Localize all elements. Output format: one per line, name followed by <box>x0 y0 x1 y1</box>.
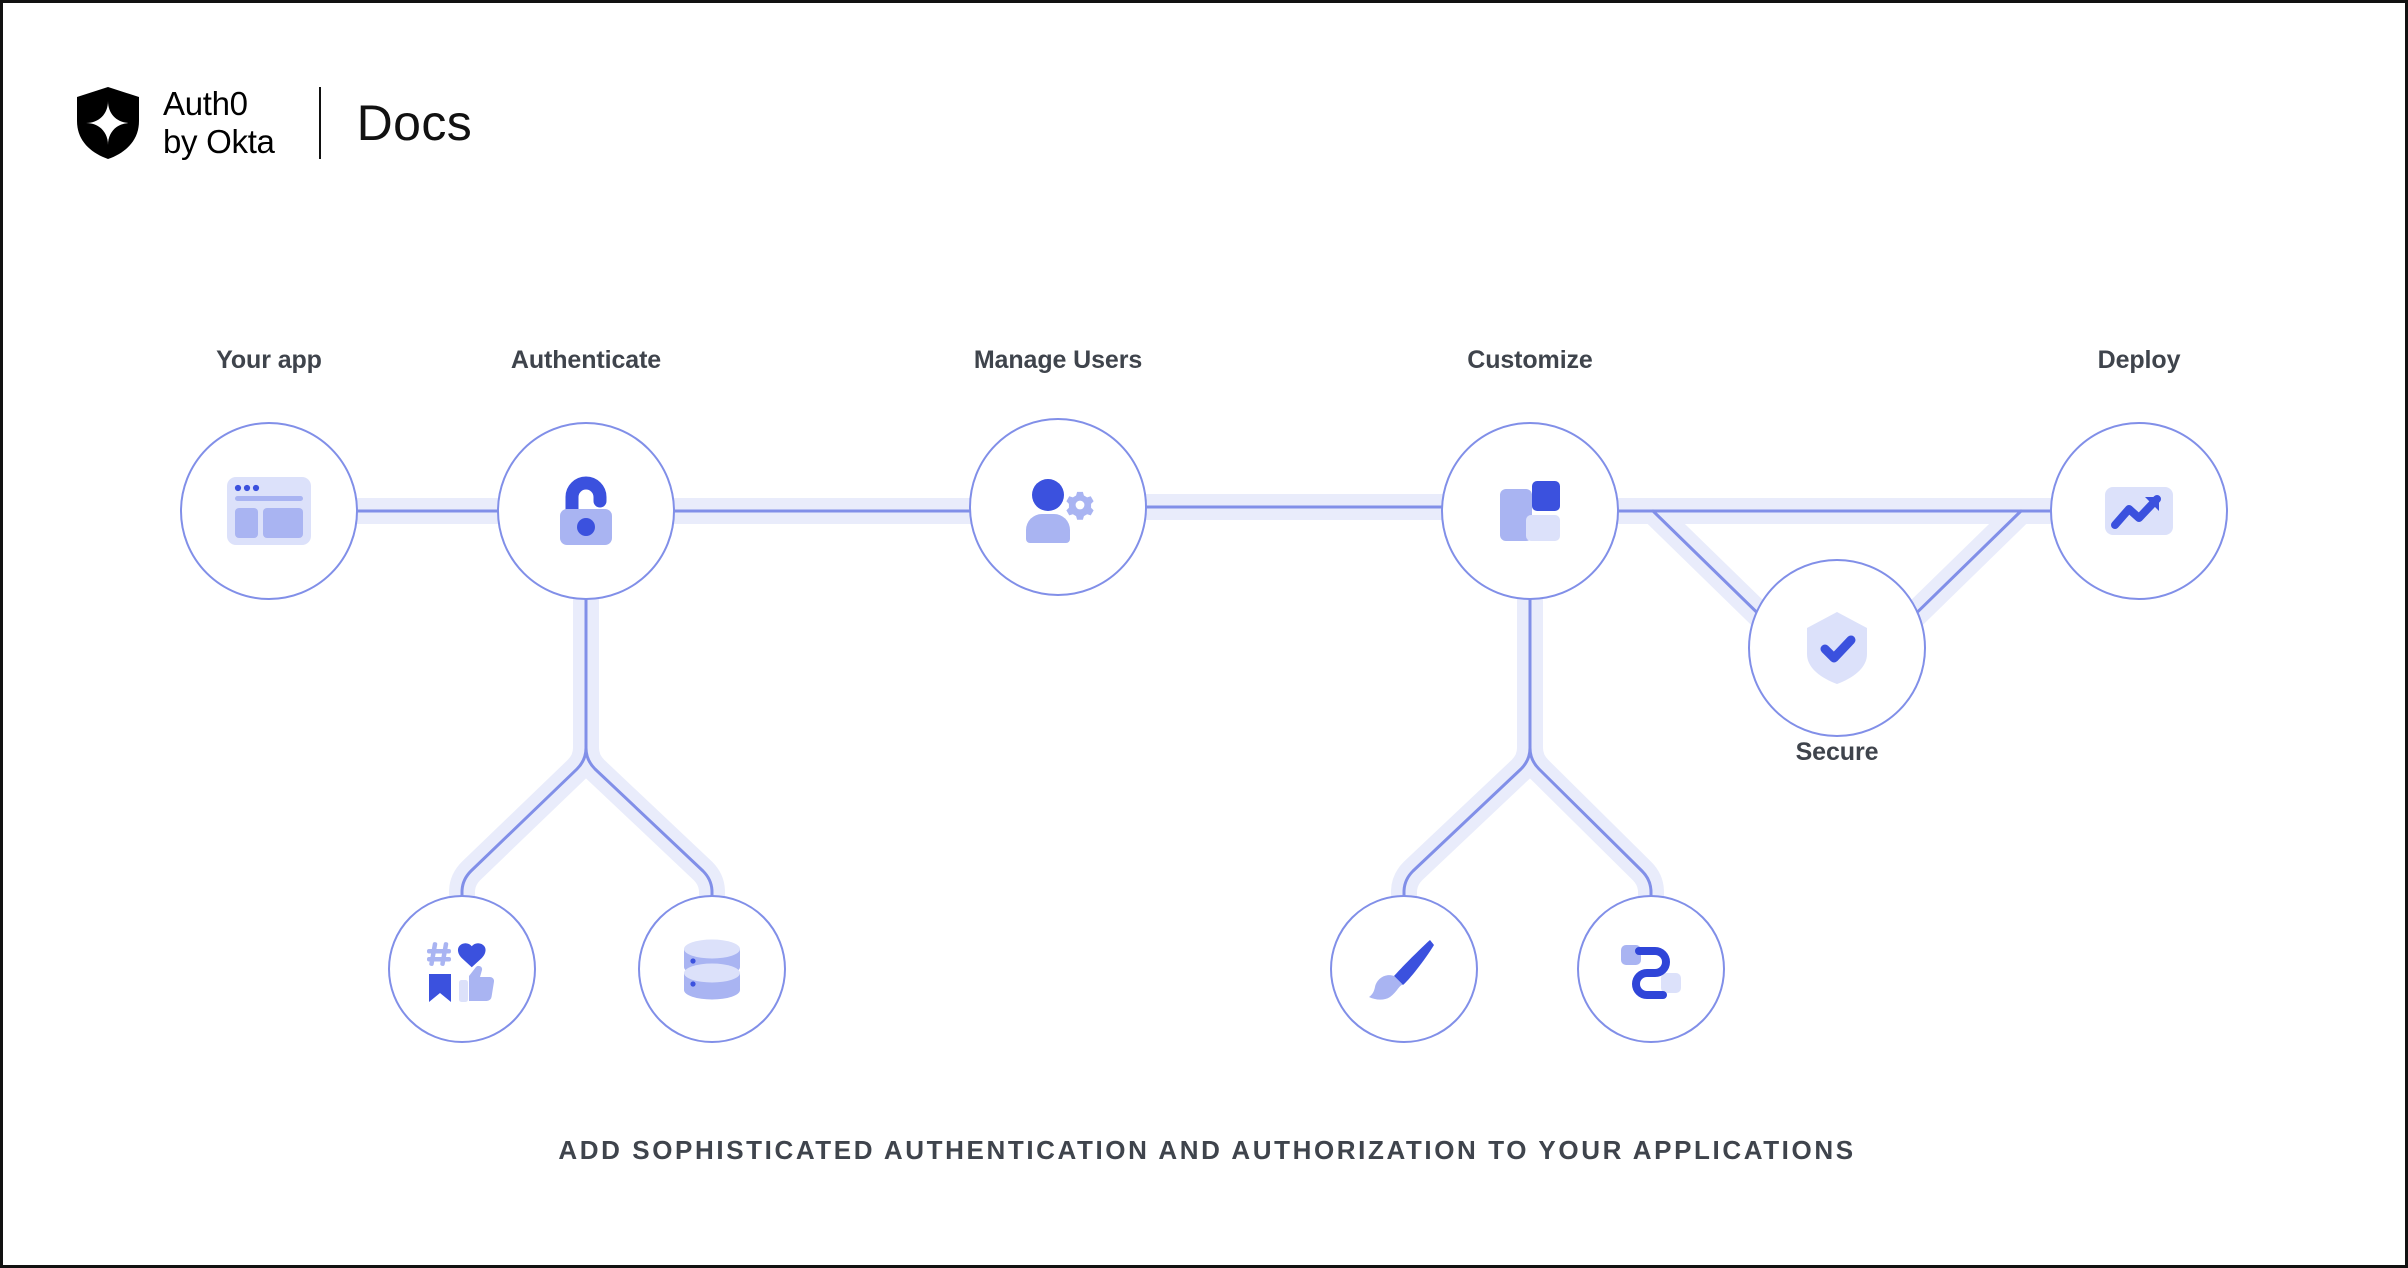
node-authenticate[interactable] <box>497 422 675 600</box>
diagram-connectors <box>342 494 2066 908</box>
vertical-divider <box>318 87 321 159</box>
node-your-app[interactable] <box>180 422 358 600</box>
node-extend[interactable] <box>1577 895 1725 1043</box>
node-customize[interactable] <box>1441 422 1619 600</box>
docs-title: Docs <box>356 95 473 151</box>
layout-blocks-icon <box>1500 481 1560 541</box>
flow-diagram: Your app Authenticate Manage Users Custo… <box>3 3 2405 1265</box>
node-label-customize: Customize <box>1467 346 1593 374</box>
node-manage-users[interactable] <box>969 418 1147 596</box>
node-label-manage-users: Manage Users <box>973 346 1143 374</box>
unlocked-padlock-icon <box>560 476 612 545</box>
node-database[interactable] <box>638 895 786 1043</box>
paintbrush-icon <box>1369 940 1434 1000</box>
node-label-secure: Secure <box>1795 738 1879 766</box>
shield-check-icon <box>1807 612 1867 684</box>
node-deploy[interactable] <box>2050 422 2228 600</box>
diagram-caption: ADD SOPHISTICATED AUTHENTICATION AND AUT… <box>558 1135 1856 1165</box>
flow-connector-icon <box>1621 945 1681 999</box>
node-label-authenticate: Authenticate <box>510 346 662 374</box>
node-social-connections[interactable] <box>388 895 536 1043</box>
node-secure[interactable] <box>1748 559 1926 737</box>
trending-up-icon <box>2105 487 2173 535</box>
auth0-shield-icon <box>77 87 139 159</box>
brand-name-line1: Auth0 <box>163 84 248 122</box>
brand-name-line2: by Okta <box>163 123 275 160</box>
node-label-deploy: Deploy <box>2097 346 2181 374</box>
database-icon <box>684 939 740 1000</box>
node-label-your-app: Your app <box>216 346 322 374</box>
user-gear-icon <box>1026 479 1094 543</box>
node-branding[interactable] <box>1330 895 1478 1043</box>
browser-window-icon <box>227 477 311 545</box>
social-connections-icon <box>427 942 495 1002</box>
brand-wordmark: Auth0 by Okta <box>163 85 275 162</box>
brand-header: Auth0 by Okta Docs <box>77 85 472 161</box>
